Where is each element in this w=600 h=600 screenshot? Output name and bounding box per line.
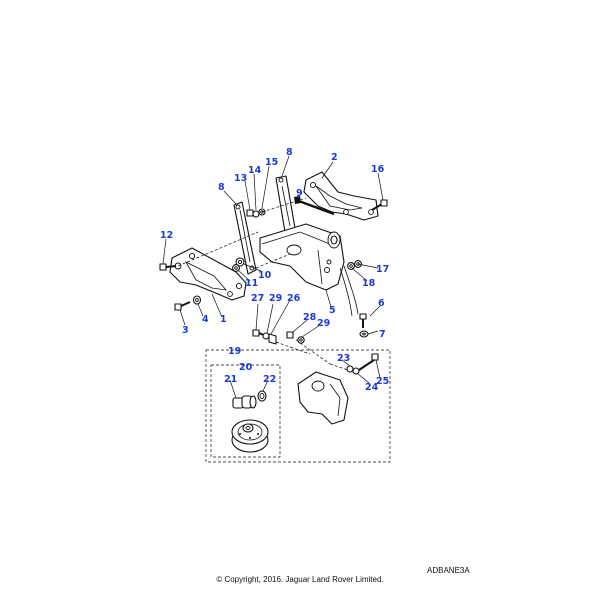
callout-1: 1 [220, 314, 227, 325]
part-bolt-16 [371, 199, 388, 211]
callout-8a: 8 [218, 182, 225, 193]
part-shaft-21 [232, 395, 257, 409]
callout-27: 27 [251, 293, 264, 304]
part-bolt-9 [294, 196, 335, 216]
diagram-reference-code: ADBANE3A [427, 566, 470, 575]
callout-11: 11 [245, 278, 258, 289]
callout-8b: 8 [286, 147, 293, 158]
part-fasteners-13-14-15 [246, 208, 266, 218]
callout-6: 6 [378, 298, 385, 309]
part-pulley [231, 419, 269, 453]
part-bracket-2 [303, 171, 379, 221]
callout-7: 7 [379, 329, 386, 340]
callout-9: 9 [296, 188, 303, 199]
assembly-box-20 [210, 364, 281, 458]
part-fasteners-17-18 [347, 260, 362, 270]
part-bracket-1 [169, 247, 247, 301]
part-main-bracket-5 [259, 223, 359, 317]
callout-20: 20 [239, 362, 253, 373]
assembly-lines [177, 197, 349, 371]
callout-26: 26 [287, 293, 301, 304]
callout-22: 22 [263, 374, 276, 385]
assembly-box-19 [205, 349, 391, 463]
callout-19: 19 [228, 346, 241, 357]
callout-29b: 29 [317, 318, 330, 329]
part-housing [297, 371, 349, 425]
copyright-notice: © Copyright, 2016. Jaguar Land Rover Lim… [216, 575, 384, 584]
callout-15: 15 [265, 157, 278, 168]
part-bolt-3-washer-4 [174, 295, 202, 311]
callout-4: 4 [202, 314, 209, 325]
callout-18: 18 [362, 278, 376, 289]
callout-14: 14 [248, 165, 262, 176]
callout-23: 23 [337, 353, 350, 364]
callout-13: 13 [234, 173, 247, 184]
callout-5: 5 [329, 305, 336, 316]
part-fasteners-23-24-25 [346, 353, 379, 375]
callout-12: 12 [160, 230, 173, 241]
callout-2: 2 [331, 152, 338, 163]
callout-29a: 29 [269, 293, 282, 304]
callout-10: 10 [258, 270, 272, 281]
callout-16: 16 [371, 164, 385, 175]
callout-28: 28 [303, 312, 317, 323]
part-nuts-10-11 [232, 257, 245, 272]
part-fasteners-28-29 [286, 331, 305, 344]
part-fasteners-26-27-29 [252, 329, 277, 345]
part-seal-22 [257, 390, 267, 402]
callout-3: 3 [182, 325, 189, 336]
callout-21: 21 [224, 374, 237, 385]
callout-labels: 1 2 3 4 5 6 7 8 8 9 10 11 12 13 14 15 16… [160, 147, 389, 393]
callout-24: 24 [365, 382, 379, 393]
leader-lines [162, 155, 384, 399]
callout-25: 25 [376, 376, 389, 387]
part-bolt-6-nut-7 [359, 313, 369, 338]
callout-17: 17 [376, 264, 389, 275]
